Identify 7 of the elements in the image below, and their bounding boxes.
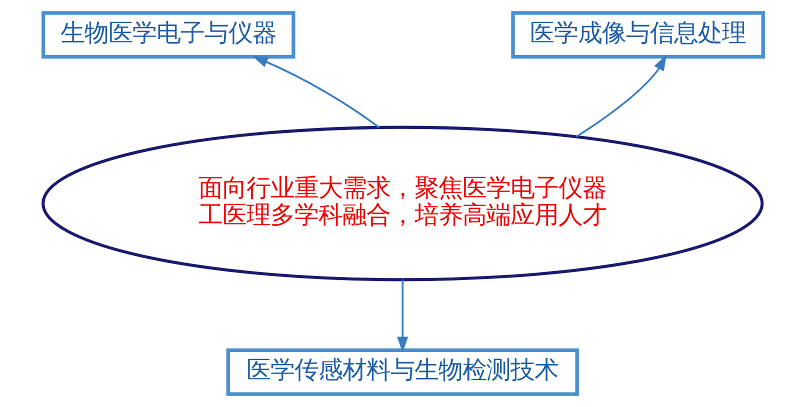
node-box: 医学成像与信息处理 <box>511 11 765 59</box>
arrow <box>252 56 380 128</box>
node-ellipse: 面向行业重大需求，聚焦医学电子仪器 工医理多学科融合，培养高端应用人才 <box>42 126 764 282</box>
arrow <box>397 280 408 353</box>
node-box: 生物医学电子与仪器 <box>42 11 296 59</box>
arrow <box>576 54 667 138</box>
node-box: 医学传感材料与生物检测技术 <box>226 348 579 396</box>
